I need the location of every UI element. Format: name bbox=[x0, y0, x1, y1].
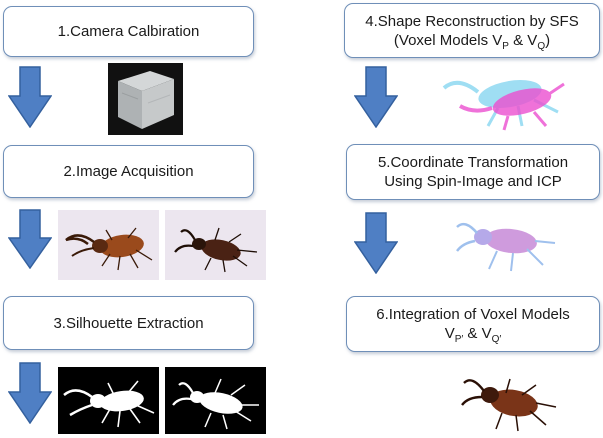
step-shape-reconstruction: 4.Shape Reconstruction by SFS (Voxel Mod… bbox=[344, 3, 600, 58]
step-silhouette-extraction: 3.Silhouette Extraction bbox=[3, 296, 254, 350]
step-4-line-2: (Voxel Models VP & VQ) bbox=[393, 31, 551, 52]
step-integration-voxel-models: 6.Integration of Voxel Models VP′ & VQ′ bbox=[346, 296, 600, 352]
beetle-photo-1 bbox=[58, 210, 159, 280]
step-camera-calibration: 1.Camera Calbiration bbox=[3, 6, 254, 57]
step-5-line-1: 5.Coordinate Transformation bbox=[377, 154, 569, 171]
calibration-cube-image bbox=[108, 63, 183, 135]
beetle-photo-2 bbox=[165, 210, 266, 280]
integrated-beetle-model bbox=[461, 378, 557, 432]
step-6-line-1: 6.Integration of Voxel Models bbox=[376, 306, 570, 323]
down-arrow-5 bbox=[354, 212, 398, 274]
step-6-line-2: VP′ & VQ′ bbox=[444, 325, 502, 345]
step-1-label: 1.Camera Calbiration bbox=[57, 23, 200, 40]
step-5-line-2: Using Spin-Image and ICP bbox=[384, 173, 562, 190]
down-arrow-2 bbox=[8, 209, 52, 269]
step-coordinate-transformation: 5.Coordinate Transformation Using Spin-I… bbox=[346, 144, 600, 200]
step-image-acquisition: 2.Image Acquisition bbox=[3, 145, 254, 198]
silhouette-image-2 bbox=[165, 367, 266, 434]
transformed-voxel-model bbox=[456, 222, 556, 272]
step-2-label: 2.Image Acquisition bbox=[63, 163, 194, 180]
silhouette-image-1 bbox=[58, 367, 159, 434]
step-4-line-1: 4.Shape Reconstruction by SFS bbox=[365, 12, 579, 30]
step-3-label: 3.Silhouette Extraction bbox=[53, 314, 204, 332]
voxel-model-overlay bbox=[442, 80, 565, 131]
down-arrow-3 bbox=[8, 362, 52, 424]
down-arrow-4 bbox=[354, 66, 398, 128]
down-arrow-1 bbox=[8, 66, 52, 128]
